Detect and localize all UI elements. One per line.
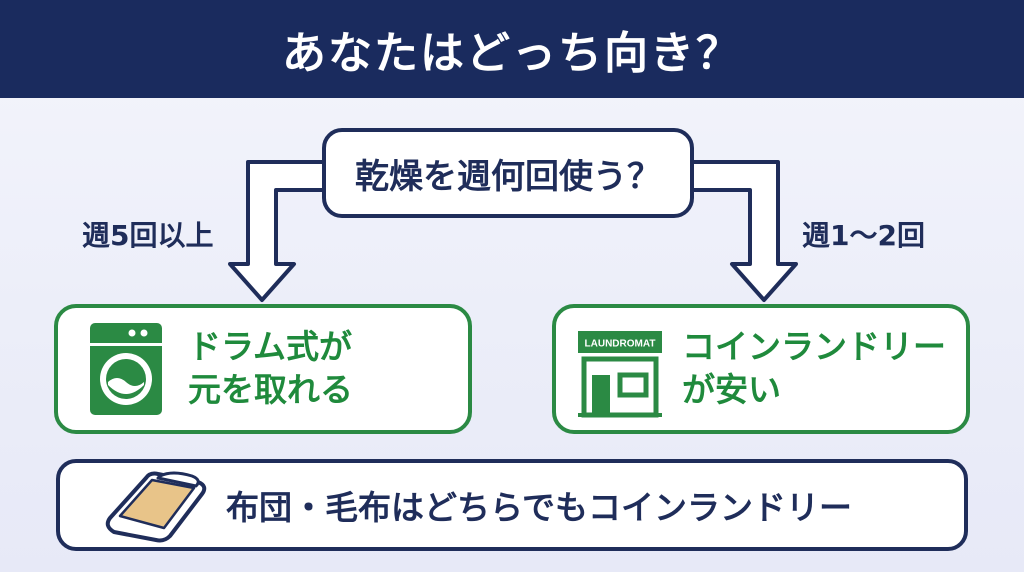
left-result-line-2: 元を取れる	[188, 370, 353, 409]
laundromat-store-icon: LAUNDROMAT	[578, 331, 662, 418]
left-branch-label: 週5回以上	[82, 219, 214, 252]
left-result-line-1: ドラム式が	[188, 327, 353, 367]
question-box: 乾燥を週何回使う？	[322, 128, 694, 218]
right-result-line-2: が安い	[682, 370, 781, 409]
drum-washer-result: ドラム式が 元を取れる	[54, 304, 472, 434]
left-branch-arrow	[228, 160, 322, 302]
question-text: 乾燥を週何回使う？	[355, 156, 661, 197]
washing-machine-icon	[90, 323, 162, 415]
right-branch-arrow	[694, 160, 798, 302]
laundromat-sign-text: LAUNDROMAT	[585, 339, 656, 350]
futon-note-text: 布団・毛布はどちらでもコインランドリー	[226, 488, 853, 527]
futon-icon	[105, 471, 207, 543]
right-branch-label: 週1〜2回	[802, 219, 925, 252]
futon-note-box: 布団・毛布はどちらでもコインランドリー	[56, 459, 968, 551]
right-result-line-1: コインランドリー	[682, 327, 946, 367]
header-bar: あなたはどっち向き？	[0, 0, 1024, 98]
laundromat-result: LAUNDROMAT コインランドリー が安い	[552, 304, 970, 434]
page-title: あなたはどっち向き？	[282, 28, 742, 79]
